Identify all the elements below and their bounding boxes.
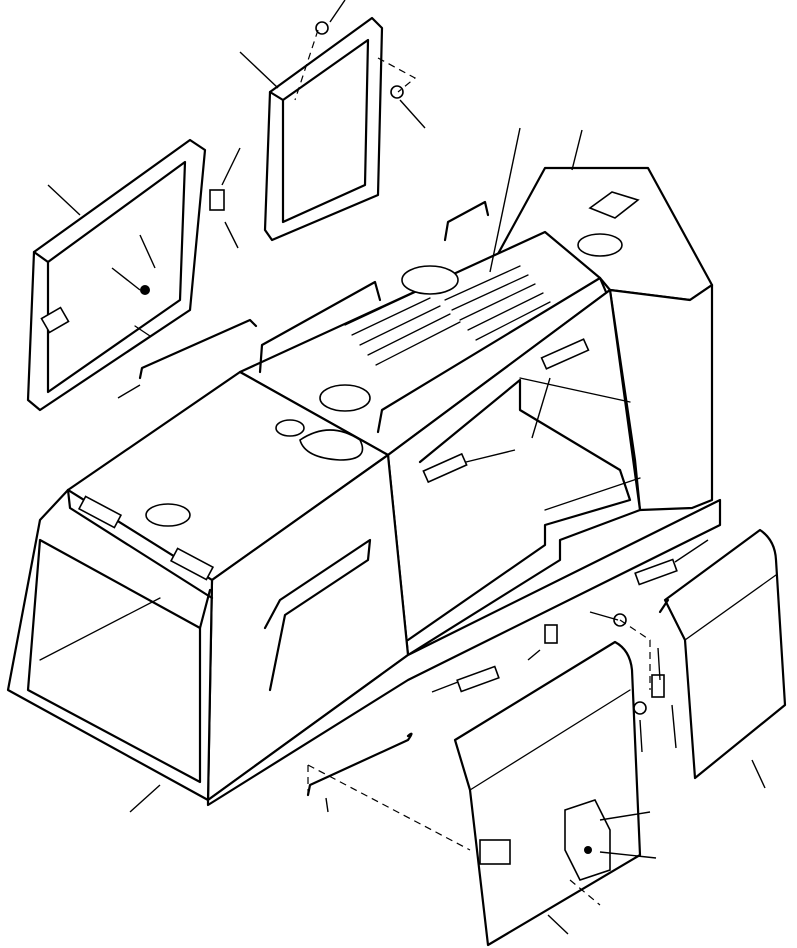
vent-grill [344, 265, 551, 366]
top-door-outline [263, 16, 384, 242]
round-opening-1 [401, 265, 459, 295]
grab-rail-2 [376, 276, 608, 434]
hinge-icon [209, 189, 225, 211]
left-door-inner [46, 160, 187, 394]
front-frame [6, 488, 214, 802]
oval-opening [299, 429, 364, 461]
filler-cap [145, 503, 191, 527]
front-frame-opening [26, 538, 202, 784]
bolt-icon-5 [140, 285, 150, 295]
hinge-icon-2 [544, 624, 558, 644]
bottom-skirt [206, 498, 722, 807]
rear-cowl-side [608, 283, 714, 512]
round-opening-2 [319, 384, 371, 412]
hood-body [6, 166, 722, 807]
grab-rail-1 [258, 280, 382, 374]
side-panel-right [658, 528, 787, 780]
side-panel-front [453, 640, 642, 947]
hardware [138, 21, 665, 797]
side-handle [263, 538, 372, 692]
bolt-icon-4 [633, 701, 647, 715]
bolt-icon-2 [390, 85, 404, 99]
latch-plate [479, 839, 511, 865]
top-door-panel [263, 16, 384, 242]
round-opening-3 [577, 233, 623, 257]
cover-bracket [564, 799, 611, 881]
assembly-lines [294, 29, 651, 906]
support-rod-icon-2 [306, 732, 413, 797]
rear-vent [588, 191, 640, 219]
side-opening-edge [406, 378, 632, 642]
right-cover-outline [663, 528, 787, 780]
bolt-icon-1 [315, 21, 329, 35]
hinge-icon-3 [651, 674, 665, 698]
support-rod-icon [138, 318, 258, 380]
top-door-inner [281, 38, 370, 224]
grab-rail-3 [443, 200, 490, 242]
left-door-panel [26, 138, 207, 412]
bolt-icon [584, 846, 592, 854]
front-cover-outline [453, 640, 642, 947]
left-door-outline [26, 138, 207, 412]
leader-lines [47, 0, 766, 935]
